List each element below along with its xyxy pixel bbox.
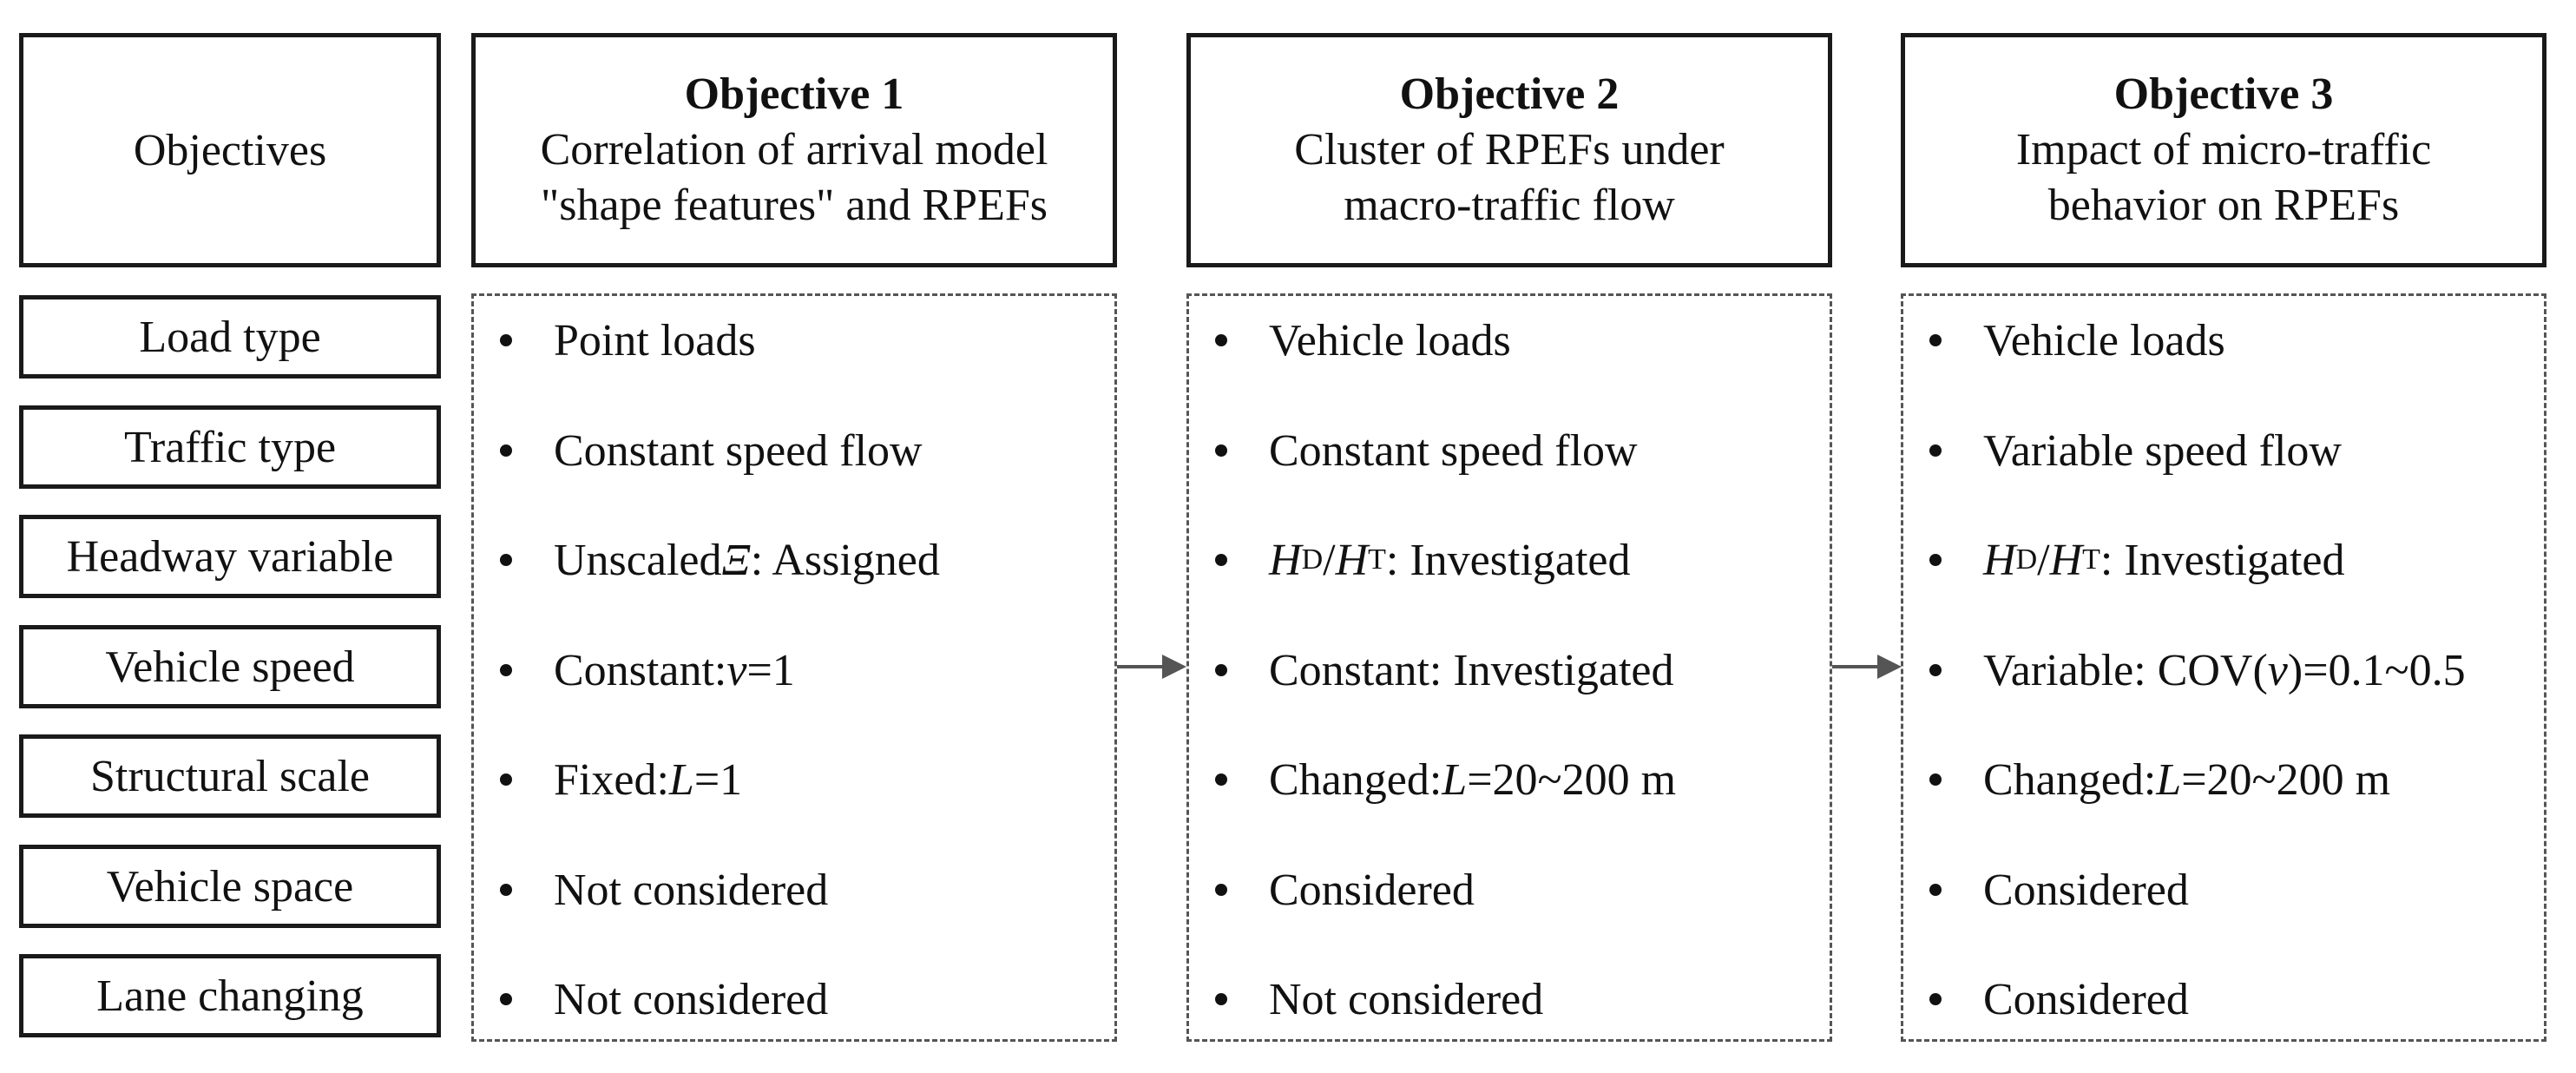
- bullet: [1215, 554, 1227, 566]
- row-label-load-type: Load type: [19, 295, 441, 379]
- bullet: [1929, 554, 1942, 566]
- objective-2-line1: Cluster of RPEFs under: [1294, 125, 1725, 174]
- bullet: [1929, 884, 1942, 896]
- row-label-text: Load type: [139, 312, 321, 362]
- row-label-text: Headway variable: [66, 531, 394, 582]
- objective-1-line1: Correlation of arrival model: [540, 125, 1048, 174]
- bullet: [1215, 993, 1227, 1005]
- arrow-right-icon: [1832, 655, 1902, 679]
- bullet: [1215, 444, 1227, 457]
- objective-3-line1: Impact of micro-traffic: [2015, 125, 2432, 174]
- list-item: Constant: v=1: [474, 635, 1114, 705]
- list-item: Fixed: L=1: [474, 745, 1114, 814]
- objective-2-line2: macro-traffic flow: [1344, 181, 1675, 230]
- row-label-lane-changing: Lane changing: [19, 954, 441, 1037]
- bullet: [1929, 993, 1942, 1005]
- list-item: Vehicle loads: [1189, 306, 1830, 375]
- objective-2-title: Objective 2: [1399, 69, 1620, 119]
- list-item: Constant speed flow: [474, 416, 1114, 485]
- list-item: Changed: L=20~200 m: [1189, 745, 1830, 814]
- bullet: [1215, 773, 1227, 786]
- row-label-traffic-type: Traffic type: [19, 405, 441, 489]
- objective-1-line2: "shape features" and RPEFs: [540, 181, 1048, 230]
- row-label-headway-variable: Headway variable: [19, 515, 441, 598]
- row-label-text: Structural scale: [90, 751, 370, 801]
- list-item: Not considered: [474, 855, 1114, 925]
- objective-3-title: Objective 3: [2113, 69, 2334, 119]
- bullet: [1215, 664, 1227, 676]
- list-item: Changed: L=20~200 m: [1903, 745, 2544, 814]
- list-item: Point loads: [474, 306, 1114, 375]
- row-label-text: Traffic type: [123, 422, 337, 472]
- list-item: Constant speed flow: [1189, 416, 1830, 485]
- row-label-vehicle-space: Vehicle space: [19, 845, 441, 928]
- list-item: Unscaled Ξ: Assigned: [474, 525, 1114, 595]
- objective-3-header: Objective 3 Impact of micro-traffic beha…: [1901, 33, 2546, 267]
- bullet: [500, 334, 512, 346]
- objective-1-details: Point loads Constant speed flow Unscaled…: [471, 293, 1117, 1042]
- row-label-text: Vehicle space: [106, 861, 354, 912]
- list-item: Variable: COV(v)=0.1~0.5: [1903, 635, 2544, 705]
- bullet: [1929, 444, 1942, 457]
- objective-2-header: Objective 2 Cluster of RPEFs under macro…: [1186, 33, 1832, 267]
- list-item: Variable speed flow: [1903, 416, 2544, 485]
- list-item: Considered: [1189, 855, 1830, 925]
- bullet: [1929, 664, 1942, 676]
- row-label-text: Vehicle speed: [105, 642, 355, 692]
- list-item: Considered: [1903, 855, 2544, 925]
- bullet: [1929, 773, 1942, 786]
- objectives-header-label: Objectives: [133, 125, 327, 175]
- arrow-right-icon: [1117, 655, 1186, 679]
- bullet: [500, 993, 512, 1005]
- bullet: [500, 884, 512, 896]
- row-label-text: Lane changing: [96, 971, 364, 1021]
- list-item: Not considered: [474, 964, 1114, 1034]
- objective-3-line2: behavior on RPEFs: [2047, 181, 2400, 230]
- objectives-header-box: Objectives: [19, 33, 441, 267]
- list-item: Considered: [1903, 964, 2544, 1034]
- list-item: Constant: Investigated: [1189, 635, 1830, 705]
- bullet: [500, 444, 512, 457]
- bullet: [1929, 334, 1942, 346]
- row-label-structural-scale: Structural scale: [19, 734, 441, 818]
- list-item: Not considered: [1189, 964, 1830, 1034]
- objective-1-title: Objective 1: [684, 69, 904, 119]
- bullet: [500, 664, 512, 676]
- objective-1-header: Objective 1 Correlation of arrival model…: [471, 33, 1117, 267]
- list-item: Vehicle loads: [1903, 306, 2544, 375]
- bullet: [1215, 884, 1227, 896]
- bullet: [1215, 334, 1227, 346]
- bullet: [500, 773, 512, 786]
- row-label-vehicle-speed: Vehicle speed: [19, 625, 441, 708]
- bullet: [500, 554, 512, 566]
